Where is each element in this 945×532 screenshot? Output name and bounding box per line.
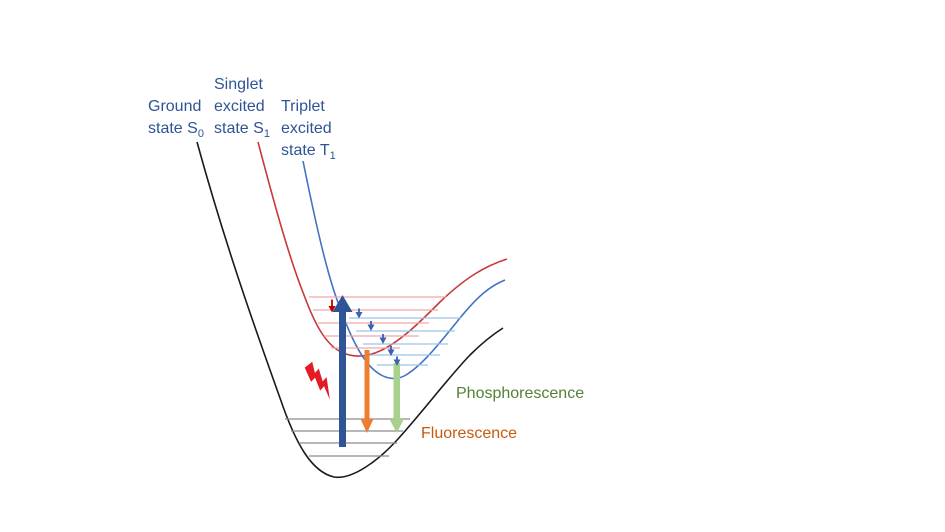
label-text: state S [148, 120, 198, 137]
s0-potential-curve [196, 141, 504, 479]
isc-arrow-head [393, 359, 401, 366]
label-line: excited [281, 120, 332, 137]
label-line: state S0 [148, 118, 204, 141]
label-singlet-excited-state: Singlet excited state S1 [214, 74, 270, 141]
label-line: Singlet [214, 76, 263, 93]
fluorescence-arrow-head [360, 419, 374, 433]
isc-arrow-head [367, 324, 375, 331]
s1-potential-curve [257, 141, 508, 357]
label-line: state S1 [214, 118, 270, 141]
label-line: Triplet [281, 98, 325, 115]
isc-arrow-head [355, 312, 363, 319]
s1-relaxation-arrow-head [328, 306, 336, 313]
lightning-bolt-shape [304, 361, 330, 400]
label-text: state T [281, 142, 330, 159]
label-subscript: 1 [263, 128, 270, 140]
isc-arrow-head [379, 337, 387, 344]
label-subscript: 1 [329, 150, 336, 162]
phosphorescence-label: Phosphorescence [456, 385, 585, 402]
label-line: excited [214, 98, 265, 115]
absorption-arrow-head [332, 295, 353, 312]
label-triplet-excited-state: Triplet excited state T1 [281, 96, 336, 163]
absorption-arrow-shaft [339, 310, 346, 447]
fluorescence-label: Fluorescence [421, 425, 518, 442]
lightning-bolt-icon [304, 361, 330, 400]
phosphorescence-arrow-shaft [393, 363, 400, 420]
label-subscript: 0 [197, 128, 204, 140]
fluorescence-arrow-shaft [364, 350, 370, 420]
label-line: state T1 [281, 140, 336, 163]
label-line: Ground [148, 98, 202, 115]
isc-arrow-head [387, 349, 395, 356]
label-text: state S [214, 120, 264, 137]
phosphorescence-arrow-head [389, 419, 404, 433]
label-ground-state: Ground state S0 [148, 96, 204, 141]
